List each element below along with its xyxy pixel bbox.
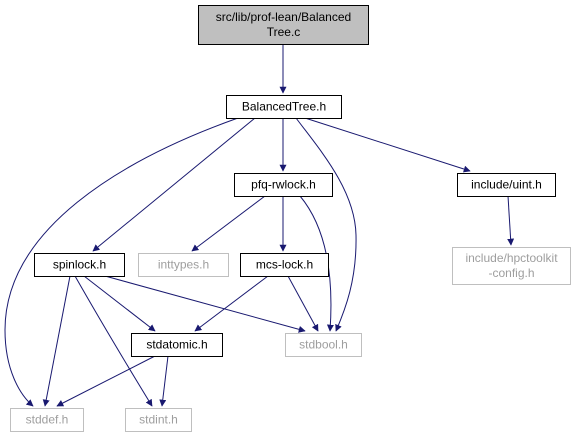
- node-stdbool: stdbool.h: [285, 333, 362, 357]
- node-box-hpctoolkit: [452, 247, 571, 285]
- node-label-root-line1: src/lib/prof-lean/Balanced: [216, 10, 351, 24]
- node-label-balancedtree: BalancedTree.h: [242, 100, 326, 114]
- edge-pfqrwlock-to-inttypes: [191, 195, 266, 252]
- node-mcslock[interactable]: mcs-lock.h: [240, 253, 329, 277]
- node-box-stdint: [125, 408, 192, 432]
- edge-balancedtree-to-spinlock: [92, 117, 256, 252]
- edge-spinlock-to-stddef: [42, 275, 71, 407]
- node-label-root-line2: Tree.c: [267, 25, 301, 39]
- edge-balancedtree-to-stdbool: [295, 117, 357, 332]
- node-label-spinlock: spinlock.h: [53, 258, 106, 272]
- edge-spinlock-to-stdbool: [104, 275, 306, 333]
- node-hpctoolkit: include/hpctoolkit-config.h: [452, 247, 571, 285]
- node-box-stdatomic: [131, 333, 223, 357]
- node-label-stdatomic: stdatomic.h: [146, 338, 207, 352]
- node-box-spinlock: [34, 253, 125, 277]
- node-box-inttypes: [138, 253, 229, 277]
- node-uint[interactable]: include/uint.h: [457, 173, 556, 197]
- node-label-uint: include/uint.h: [471, 178, 542, 192]
- node-box-stddef: [10, 408, 84, 432]
- node-label-stdbool: stdbool.h: [299, 338, 348, 352]
- node-box-stdbool: [285, 333, 362, 357]
- node-box-uint: [457, 173, 556, 197]
- node-label-stddef: stddef.h: [26, 413, 69, 427]
- edge-spinlock-to-stdatomic: [83, 275, 156, 332]
- edge-pfqrwlock-to-stdbool: [299, 195, 334, 332]
- node-inttypes: inttypes.h: [138, 253, 229, 277]
- node-stdatomic[interactable]: stdatomic.h: [131, 333, 223, 357]
- node-label-stdint: stdint.h: [139, 413, 178, 427]
- edge-uint-to-hpctoolkit: [507, 195, 515, 246]
- edges-layer: [4, 44, 515, 407]
- node-pfqrwlock[interactable]: pfq-rwlock.h: [234, 173, 333, 197]
- edge-stdatomic-to-stdint: [159, 355, 169, 407]
- node-box-mcslock: [240, 253, 329, 277]
- node-stddef: stddef.h: [10, 408, 84, 432]
- edge-mcslock-to-stdbool: [287, 275, 319, 332]
- node-label-inttypes: inttypes.h: [158, 258, 209, 272]
- edge-balancedtree-to-uint: [304, 117, 471, 173]
- node-box-root: [198, 5, 369, 45]
- node-label-hpctoolkit-line2: -config.h: [488, 266, 534, 280]
- node-root[interactable]: src/lib/prof-lean/BalancedTree.c: [198, 5, 369, 45]
- edge-mcslock-to-stdatomic: [194, 275, 269, 332]
- nodes-layer: src/lib/prof-lean/BalancedTree.cBalanced…: [10, 5, 571, 432]
- edge-stdatomic-to-stddef: [56, 355, 156, 407]
- node-label-mcslock: mcs-lock.h: [256, 258, 313, 272]
- node-label-hpctoolkit-line1: include/hpctoolkit: [465, 251, 558, 265]
- node-balancedtree[interactable]: BalancedTree.h: [226, 95, 342, 119]
- edge-spinlock-to-stdint: [74, 275, 153, 407]
- edge-balancedtree-to-stddef: [4, 117, 239, 407]
- node-spinlock[interactable]: spinlock.h: [34, 253, 125, 277]
- node-box-pfqrwlock: [234, 173, 333, 197]
- node-label-pfqrwlock: pfq-rwlock.h: [251, 178, 316, 192]
- node-stdint: stdint.h: [125, 408, 192, 432]
- node-box-balancedtree: [226, 95, 342, 119]
